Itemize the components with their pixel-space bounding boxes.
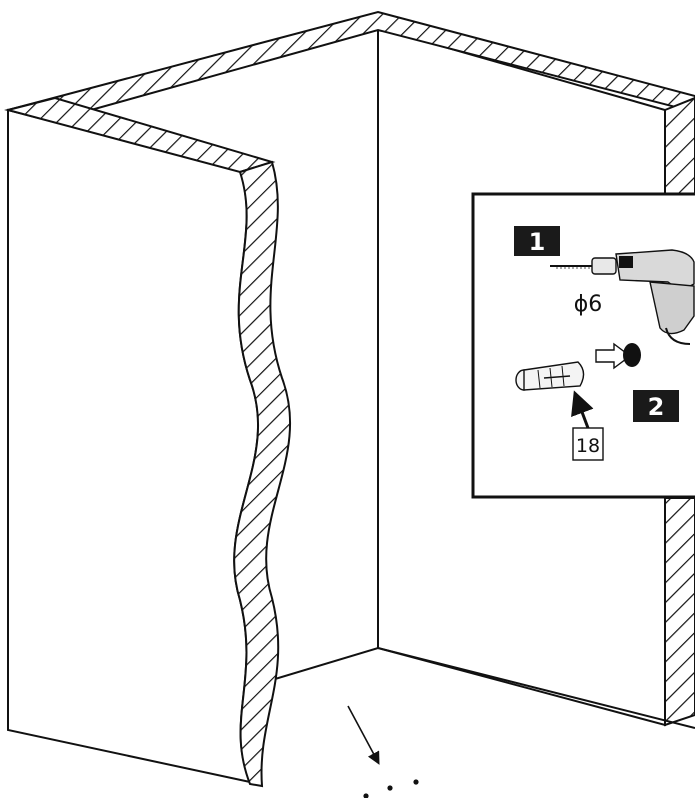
floor-pointer-arrow <box>347 705 380 765</box>
front-wall-cut-edge <box>233 160 292 788</box>
floor-line <box>244 646 695 729</box>
drill-hole-dots <box>363 779 419 798</box>
insertion-arrow-icon <box>595 342 632 370</box>
part-callout-arrow <box>571 390 594 429</box>
part-number-box: 18 <box>572 427 604 461</box>
wall-plug-anchor-icon <box>515 361 585 391</box>
drill-size-label: ϕ6 <box>574 292 603 317</box>
drilled-hole-icon <box>623 343 641 367</box>
step-2-badge: 2 <box>633 390 679 422</box>
step-1-number: 1 <box>529 228 546 256</box>
part-number-label: 18 <box>576 435 600 457</box>
step-2-number: 2 <box>648 393 665 421</box>
step-1-badge: 1 <box>514 226 560 256</box>
detail-inset: 1 ϕ6 <box>471 192 695 499</box>
front-wall <box>7 108 260 784</box>
power-drill-icon <box>550 249 695 345</box>
